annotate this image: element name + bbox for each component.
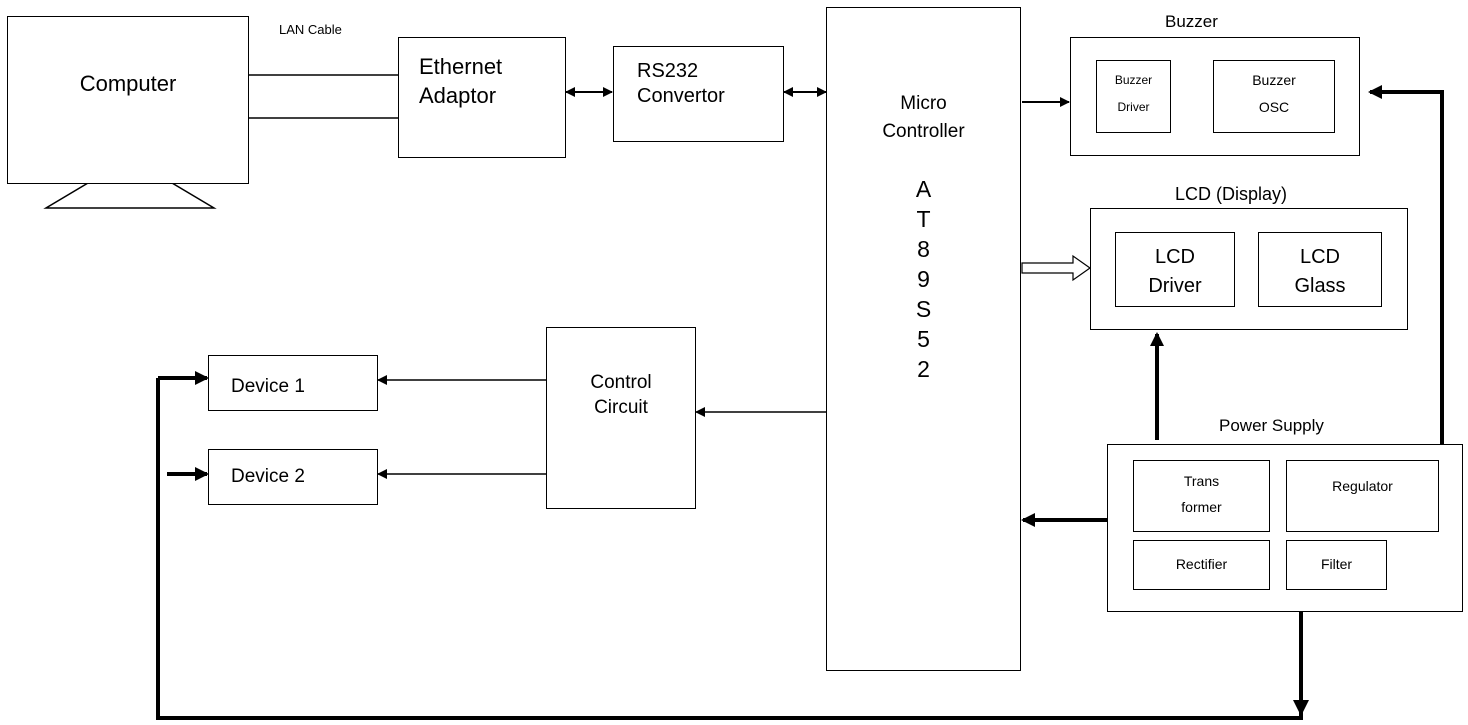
lcd-box: LCD Driver LCD Glass [1090, 208, 1408, 330]
arrow-power-buzzer [1368, 85, 1444, 445]
power-bus-arrowhead [1293, 700, 1309, 716]
chip-char: 5 [917, 326, 930, 352]
power-supply-box: Trans former Regulator Rectifier Filter [1107, 444, 1463, 612]
chip-char: 2 [917, 356, 930, 382]
device-1-label: Device 1 [231, 376, 305, 397]
device-1-box: Device 1 [208, 355, 378, 411]
rs232-convertor-box: RS232 Convertor [613, 46, 784, 142]
arrow-mcu-lcd [1021, 254, 1092, 282]
ethernet-label-line1: Ethernet [419, 54, 503, 79]
chip-char: 8 [917, 236, 930, 262]
lcd-title: LCD (Display) [1175, 184, 1288, 204]
buzzer-driver-line1: Buzzer [1114, 73, 1153, 87]
control-label-line2: Circuit [594, 397, 648, 418]
lcd-driver-line2: Driver [1148, 275, 1202, 297]
mcu-label-line1: Micro [900, 93, 947, 114]
buzzer-box: Buzzer Driver Buzzer OSC [1070, 37, 1360, 156]
buzzer-title: Buzzer [1165, 12, 1218, 31]
lcd-glass-line2: Glass [1294, 275, 1346, 297]
lcd-glass-line1: LCD [1299, 246, 1340, 268]
filter-label: Filter [1320, 556, 1353, 572]
buzzer-osc-line2: OSC [1258, 99, 1290, 115]
control-label-line1: Control [590, 372, 652, 393]
monitor-stand [43, 182, 217, 209]
ethernet-adaptor-box: Ethernet Adaptor [398, 37, 566, 158]
rectifier-label: Rectifier [1175, 556, 1228, 572]
power-bus-line [156, 378, 1303, 720]
lan-cable-label: LAN Cable [279, 22, 342, 37]
chip-char: S [915, 296, 932, 322]
buzzer-driver-line2: Driver [1117, 100, 1150, 114]
lcd-driver-line1: LCD [1154, 246, 1195, 268]
transformer-line2: former [1181, 499, 1222, 515]
chip-char: A [915, 176, 932, 202]
rs232-label-line2: Convertor [637, 85, 725, 107]
buzzer-driver-box: Buzzer Driver [1096, 60, 1171, 133]
filter-box: Filter [1286, 540, 1387, 590]
device-2-box: Device 2 [208, 449, 378, 505]
device-2-label: Device 2 [231, 466, 305, 487]
microcontroller-box: Micro Controller A T 8 9 S 5 2 [826, 7, 1021, 671]
chip-char: 9 [917, 266, 930, 292]
ethernet-label-line2: Adaptor [419, 83, 497, 108]
lcd-driver-box: LCD Driver [1115, 232, 1235, 307]
computer-label: Computer [79, 71, 177, 96]
power-supply-title: Power Supply [1219, 416, 1324, 435]
mcu-label-line2: Controller [882, 121, 965, 142]
transformer-line1: Trans [1183, 473, 1220, 489]
chip-char: T [916, 206, 931, 232]
rectifier-box: Rectifier [1133, 540, 1270, 590]
computer-box: Computer [7, 16, 249, 184]
buzzer-osc-line1: Buzzer [1252, 72, 1296, 88]
rs232-label-line1: RS232 [637, 60, 699, 82]
transformer-box: Trans former [1133, 460, 1270, 532]
control-circuit-box: Control Circuit [546, 327, 696, 509]
regulator-label: Regulator [1332, 478, 1393, 494]
regulator-box: Regulator [1286, 460, 1439, 532]
lcd-glass-box: LCD Glass [1258, 232, 1382, 307]
buzzer-osc-box: Buzzer OSC [1213, 60, 1335, 133]
